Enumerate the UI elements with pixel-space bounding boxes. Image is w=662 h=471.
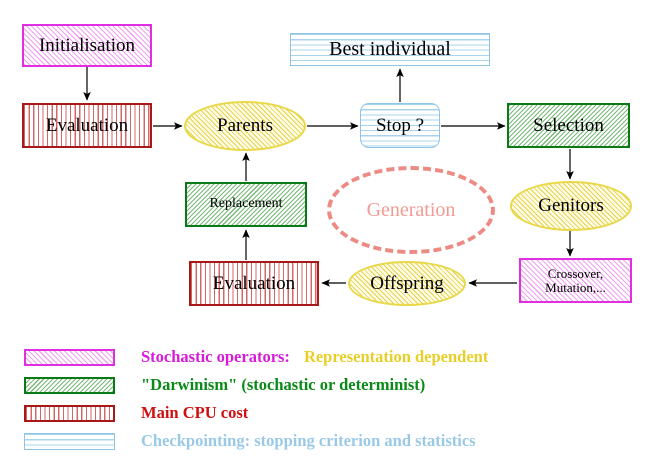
node-evaluation-bottom[interactable]: Evaluation	[189, 261, 319, 306]
legend: Stochastic operators: Representation dep…	[0, 340, 662, 471]
node-crossover-mutation-label: Crossover, Mutation,...	[545, 265, 606, 295]
node-evaluation-top[interactable]: Evaluation	[22, 103, 152, 148]
node-best-individual-label: Best individual	[329, 38, 451, 60]
node-selection[interactable]: Selection	[507, 103, 630, 148]
legend-row-checkpointing: Checkpointing: stopping criterion and st…	[24, 430, 476, 452]
legend-label-main-cpu-cost: Main CPU cost	[141, 403, 249, 422]
legend-row-darwinism: "Darwinism" (stochastic or determinist)	[24, 374, 425, 396]
node-parents[interactable]: Parents	[184, 101, 306, 151]
node-crossover-mutation[interactable]: Crossover, Mutation,...	[519, 258, 632, 303]
node-replacement-label: Replacement	[209, 196, 283, 212]
legend-label-stochastic-operators: Stochastic operators:	[141, 347, 290, 366]
node-best-individual[interactable]: Best individual	[290, 33, 490, 66]
legend-label-checkpointing: Checkpointing: stopping criterion and st…	[141, 431, 476, 450]
node-generation-loop: Generation	[327, 166, 495, 254]
node-genitors-label: Genitors	[538, 195, 604, 217]
legend-swatch-checkpointing	[24, 432, 115, 450]
legend-swatch-main-cpu-cost	[24, 404, 115, 422]
node-stop-label: Stop ?	[375, 114, 425, 136]
node-initialisation[interactable]: Initialisation	[22, 24, 152, 67]
node-evaluation-bottom-label: Evaluation	[212, 272, 296, 294]
legend-swatch-stochastic-operators	[24, 348, 115, 366]
node-parents-label: Parents	[217, 115, 273, 137]
node-stop[interactable]: Stop ?	[360, 103, 440, 148]
legend-row-main-cpu-cost: Main CPU cost	[24, 402, 248, 424]
node-initialisation-label: Initialisation	[38, 34, 136, 56]
legend-row-stochastic-operators: Stochastic operators: Representation dep…	[24, 346, 488, 368]
node-replacement[interactable]: Replacement	[185, 182, 307, 227]
node-generation-loop-label: Generation	[366, 198, 456, 221]
node-offspring[interactable]: Offspring	[348, 261, 466, 306]
legend-label-representation-dependent: Representation dependent	[303, 347, 489, 366]
legend-label-darwinism: "Darwinism" (stochastic or determinist)	[141, 375, 426, 394]
node-genitors[interactable]: Genitors	[510, 181, 632, 231]
legend-swatch-darwinism	[24, 376, 115, 394]
node-evaluation-top-label: Evaluation	[45, 114, 129, 136]
node-selection-label: Selection	[533, 114, 604, 136]
node-offspring-label: Offspring	[370, 272, 444, 294]
